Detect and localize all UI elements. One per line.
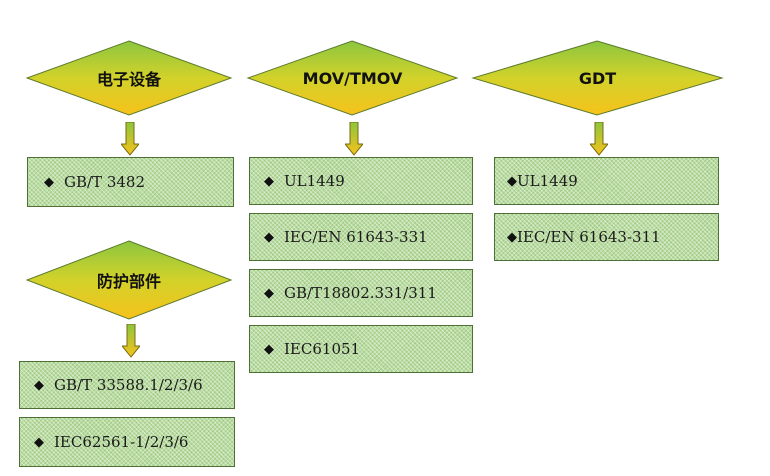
- standard-box: ◆ IEC/EN 61643-311: [494, 213, 719, 261]
- diamond-title: 防护部件: [96, 272, 161, 291]
- standard-label: GB/T 33588.1/2/3/6: [54, 376, 203, 394]
- standard-box: ◆ GB/T18802.331/311: [249, 269, 473, 317]
- standard-box: ◆ GB/T 3482: [27, 157, 234, 207]
- bullet-icon: ◆: [264, 229, 274, 245]
- diamond-shape: [25, 40, 233, 116]
- bullet-icon: ◆: [507, 229, 517, 245]
- bullet-icon: ◆: [264, 173, 274, 189]
- standard-box: ◆ IEC/EN 61643-331: [249, 213, 473, 261]
- diamond-shape: [25, 240, 233, 320]
- standard-box: ◆ IEC62561-1/2/3/6: [19, 417, 235, 467]
- diamond-shape: [246, 40, 459, 116]
- diamond-title: GDT: [578, 68, 617, 88]
- down-arrow-icon: [121, 122, 139, 156]
- standard-box: ◆ UL1449: [494, 157, 719, 205]
- down-arrow-icon: [345, 122, 363, 156]
- down-arrow-icon: [122, 324, 140, 358]
- bullet-icon: ◆: [507, 173, 517, 189]
- standard-label: IEC61051: [284, 340, 361, 358]
- down-arrow-icon: [590, 122, 608, 156]
- diamond-protection: 防护部件: [24, 238, 234, 322]
- standard-label: IEC62561-1/2/3/6: [54, 433, 189, 451]
- standard-label: UL1449: [284, 172, 345, 190]
- diamond-gdt: GDT: [470, 38, 725, 118]
- bullet-icon: ◆: [264, 285, 274, 301]
- diamond-electronics: 电子设备: [24, 38, 234, 118]
- standard-label: GB/T 3482: [64, 173, 146, 191]
- diamond-mov: MOV/TMOV: [245, 38, 460, 118]
- diamond-shape: [471, 40, 724, 116]
- standard-label: UL1449: [517, 172, 578, 190]
- bullet-icon: ◆: [44, 174, 54, 190]
- diamond-title: MOV/TMOV: [302, 68, 403, 88]
- diamond-title: 电子设备: [96, 70, 161, 89]
- standard-label: IEC/EN 61643-311: [517, 228, 661, 246]
- bullet-icon: ◆: [264, 341, 274, 357]
- standard-box: ◆ GB/T 33588.1/2/3/6: [19, 361, 235, 409]
- bullet-icon: ◆: [34, 434, 44, 450]
- standard-label: GB/T18802.331/311: [284, 284, 437, 302]
- standard-box: ◆ UL1449: [249, 157, 473, 205]
- bullet-icon: ◆: [34, 377, 44, 393]
- standard-label: IEC/EN 61643-331: [284, 228, 428, 246]
- standard-box: ◆ IEC61051: [249, 325, 473, 373]
